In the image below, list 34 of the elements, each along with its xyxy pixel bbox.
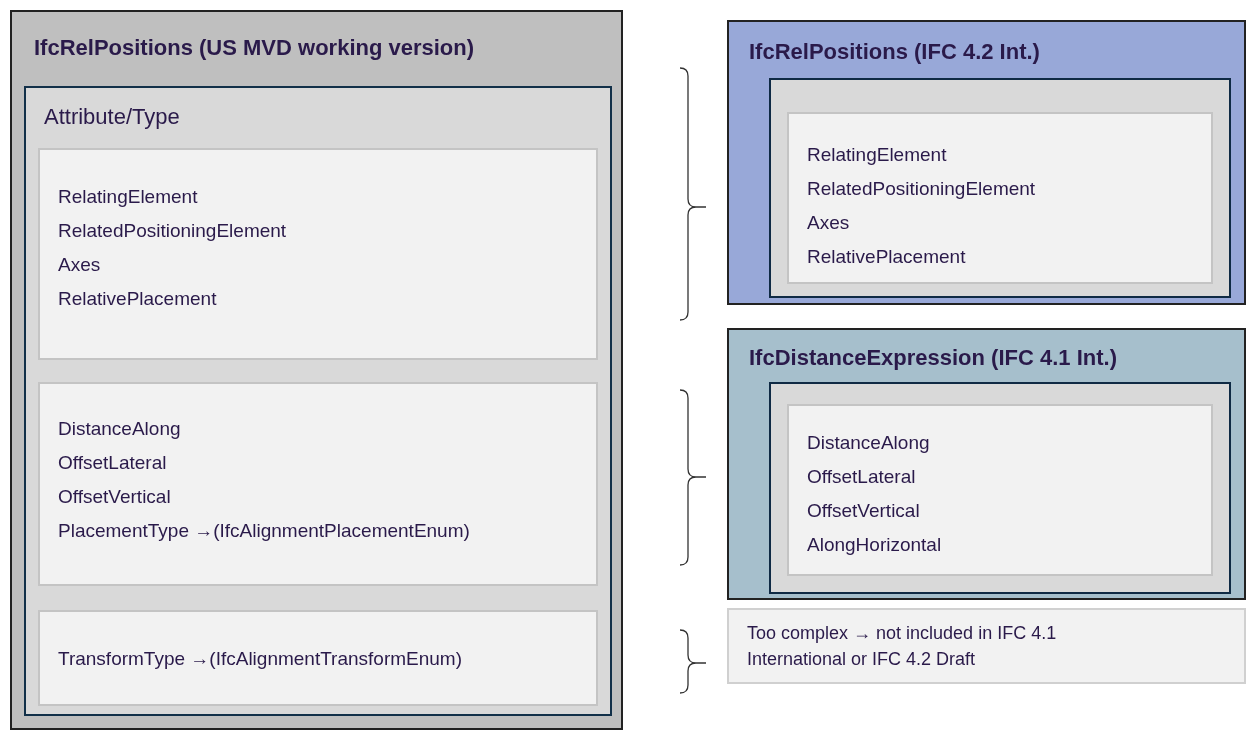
attribute-name: RelatedPositioningElement — [58, 219, 288, 243]
panel-title: IfcRelPositions (IFC 4.2 Int.) — [749, 38, 1041, 66]
attribute-name: RelatingElement — [58, 185, 199, 209]
attribute-list-box — [38, 610, 598, 706]
outer-panel — [10, 10, 623, 730]
attribute-name: Axes — [58, 253, 102, 277]
attribute-frame — [769, 382, 1231, 594]
attribute-name: Axes — [807, 211, 851, 235]
attribute-name: RelativePlacement — [58, 287, 218, 311]
attribute-name: RelatedPositioningElement — [807, 177, 1037, 201]
entity-panel — [727, 328, 1246, 600]
attribute-frame — [769, 78, 1231, 298]
attribute-name: OffsetVertical — [58, 485, 172, 509]
attribute-list-box — [38, 382, 598, 586]
attribute-list-box — [787, 112, 1213, 284]
panel-title: IfcDistanceExpression (IFC 4.1 Int.) — [749, 344, 1118, 372]
note-box — [727, 608, 1246, 684]
attribute-list-box — [38, 148, 598, 360]
panel-title: IfcRelPositions (US MVD working version) — [34, 34, 476, 62]
attribute-frame — [24, 86, 612, 716]
attribute-name: TransformType →(IfcAlignmentTransformEnum) — [58, 647, 464, 671]
attribute-list-box — [787, 404, 1213, 576]
attribute-name: DistanceAlong — [807, 431, 931, 455]
attribute-name: AlongHorizontal — [807, 533, 943, 557]
attribute-name: RelativePlacement — [807, 245, 967, 269]
entity-panel — [727, 20, 1246, 305]
attribute-name: OffsetLateral — [807, 465, 917, 489]
attribute-name: RelatingElement — [807, 143, 948, 167]
attribute-name: OffsetVertical — [807, 499, 921, 523]
attribute-name: DistanceAlong — [58, 417, 182, 441]
note-text: Too complex → not included in IFC 4.1 International or IFC 4.2 Draft — [747, 622, 1058, 671]
frame-heading: Attribute/Type — [44, 103, 181, 131]
attribute-name: PlacementType →(IfcAlignmentPlacementEnum) — [58, 519, 471, 543]
attribute-name: OffsetLateral — [58, 451, 168, 475]
